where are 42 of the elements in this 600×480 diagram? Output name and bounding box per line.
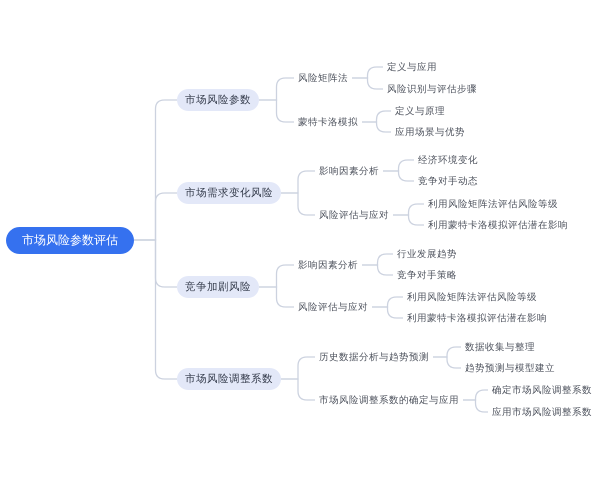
topic-pill: 竞争加剧风险 — [177, 276, 259, 298]
connector-line — [463, 399, 488, 413]
leaf-text: 竞争对手策略 — [393, 268, 461, 282]
connector-line — [259, 99, 294, 123]
leaf-text: 行业发展趋势 — [393, 248, 461, 260]
connector-line — [281, 192, 315, 216]
leaf-text: 定义与应用 — [383, 60, 441, 74]
connector-line — [372, 306, 403, 319]
leaf-text: 经济环境变化 — [414, 154, 482, 166]
leaf-text: 风险识别与评估步骤 — [383, 82, 481, 96]
topic-pill: 市场需求变化风险 — [177, 182, 281, 204]
connector-line — [134, 239, 177, 380]
subtopic-text: 历史数据分析与趋势预测 — [315, 350, 433, 364]
leaf-text: 定义与原理 — [391, 104, 449, 118]
connector-line — [383, 170, 414, 182]
leaf-text: 趋势预测与模型建立 — [461, 362, 559, 374]
subtopic-text: 风险评估与应对 — [315, 208, 393, 222]
leaf-text: 确定市场风险调整系数 — [488, 384, 596, 396]
leaf-text: 利用蒙特卡洛模拟评估潜在影响 — [403, 312, 551, 324]
subtopic-text: 风险矩阵法 — [294, 72, 352, 84]
leaf-text: 利用风险矩阵法评估风险等级 — [403, 290, 541, 304]
connector-line — [362, 264, 393, 276]
connector-line — [393, 214, 424, 226]
connector-line — [259, 286, 294, 308]
leaf-text: 竞争对手动态 — [414, 174, 482, 188]
leaf-text: 利用风险矩阵法评估风险等级 — [424, 198, 562, 210]
subtopic-text: 蒙特卡洛模拟 — [294, 116, 362, 128]
subtopic-text: 风险评估与应对 — [294, 300, 372, 314]
leaf-text: 应用市场风险调整系数 — [488, 406, 596, 418]
connector-line — [352, 77, 383, 90]
leaf-text: 利用蒙特卡洛模拟评估潜在影响 — [424, 218, 572, 232]
subtopic-text: 市场风险调整系数的确定与应用 — [315, 394, 463, 406]
subtopic-text: 影响因素分析 — [294, 258, 362, 272]
connector-line — [281, 378, 315, 401]
connector-line — [433, 356, 461, 369]
leaf-text: 应用场景与优势 — [391, 126, 469, 138]
topic-pill: 市场风险参数 — [177, 89, 259, 111]
topic-pill: 市场风险调整系数 — [177, 368, 281, 390]
subtopic-text: 影响因素分析 — [315, 164, 383, 178]
central-topic-pill: 市场风险参数评估 — [6, 226, 134, 254]
connector-line — [362, 121, 391, 133]
leaf-text: 数据收集与整理 — [461, 340, 539, 354]
